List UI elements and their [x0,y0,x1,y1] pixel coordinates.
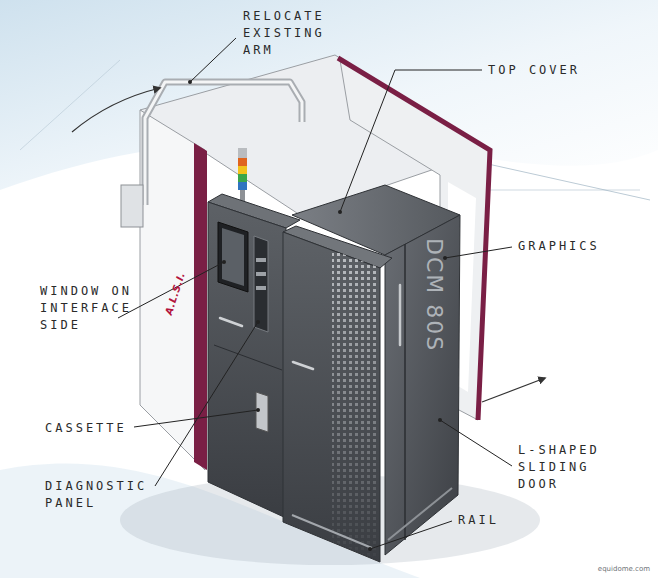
brand-logo: A.L.S.I. [160,270,190,318]
model-graphic: DCM 80S [422,238,446,352]
callout-label: WINDOW ON INTERFACE SIDE [40,283,132,334]
watermark: equidome.com [598,565,650,574]
signal-tower [238,148,247,204]
callout-label: DIAGNOSTIC PANEL [45,478,147,512]
callout-label: GRAPHICS [518,238,600,255]
callout-label: CASSETTE [45,420,127,437]
callout-label: L-SHAPED SLIDING DOOR [518,442,638,493]
leader-lines [118,38,512,549]
callout-label: RELOCATE EXISTING ARM [243,8,325,59]
leader-dots [188,80,447,551]
callout-label: TOP COVER [488,62,580,79]
rail-module [283,226,392,562]
callout-label: RAIL [458,512,499,529]
rotation-arrows [72,88,545,402]
